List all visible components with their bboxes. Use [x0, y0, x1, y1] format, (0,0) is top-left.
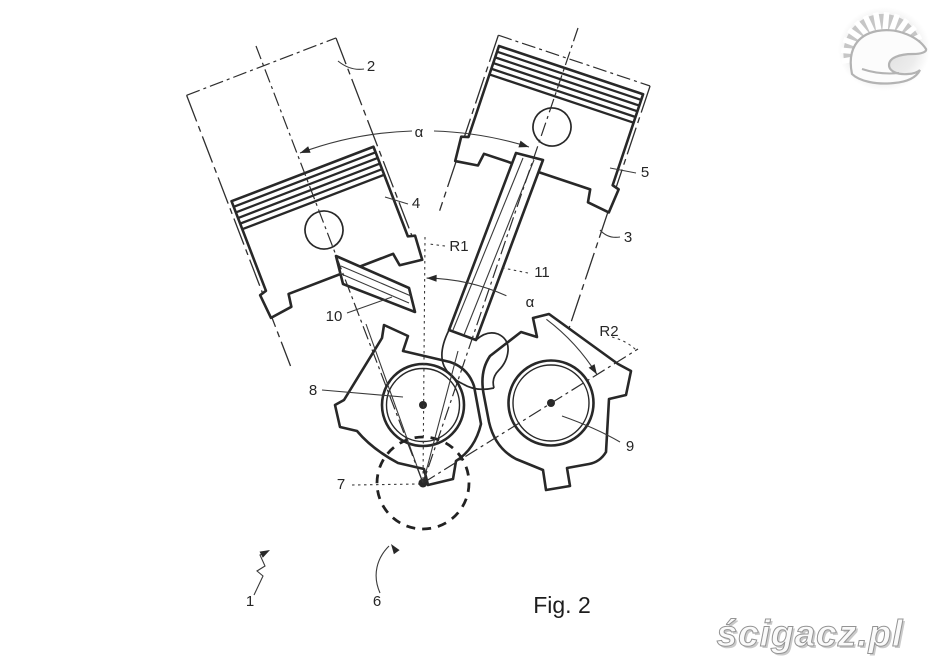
right-piston-rings [489, 50, 642, 124]
leader-9 [561, 415, 621, 443]
crank-pin-left-center [419, 401, 427, 409]
leader-2 [337, 60, 365, 70]
label-3: 3 [624, 229, 632, 246]
watermark-text: ścigacz.pl [717, 613, 904, 654]
right-cylinder-piston [439, 34, 651, 347]
leader-5 [609, 167, 637, 174]
label-9: 9 [626, 438, 634, 455]
watermark-shadow: ścigacz.pl [719, 615, 906, 656]
leader-10 [346, 296, 393, 314]
radius2-line [422, 348, 639, 484]
label-2: 2 [367, 58, 375, 75]
left-cylinder-wall-right [335, 37, 421, 256]
label-alpha-inner: α [526, 294, 535, 311]
construction-lines [255, 27, 639, 486]
helmet-logo [838, 7, 930, 91]
left-cylinder-centerline [255, 45, 424, 484]
leader-lines [253, 60, 637, 596]
label-1: 1 [246, 593, 254, 610]
label-10: 10 [326, 308, 343, 325]
leader-r1 [428, 243, 446, 247]
leader-3 [599, 229, 621, 238]
label-7: 7 [337, 476, 345, 493]
label-6: 6 [373, 593, 381, 610]
label-4: 4 [412, 195, 420, 212]
leader-1 [253, 552, 266, 596]
connecting-rod-left [334, 254, 417, 314]
right-cylinder-wall-right [562, 85, 651, 347]
label-5: 5 [641, 164, 649, 181]
leader-7 [351, 483, 420, 486]
label-alpha-top: α [415, 124, 424, 141]
watermark: ścigacz.pl ścigacz.pl [716, 613, 906, 657]
label-r2: R2 [599, 323, 618, 340]
reference-labels: 1 2 3 4 5 6 7 8 9 10 11 α α R1 R2 [246, 58, 649, 610]
figure-caption: Fig. 2 [533, 592, 591, 618]
right-cylinder-top [498, 34, 651, 87]
right-cylinder-wall-left [439, 35, 499, 211]
label-11: 11 [534, 264, 550, 281]
left-cylinder-top [186, 37, 337, 96]
right-wrist-pin [532, 107, 572, 147]
label-8: 8 [309, 382, 317, 399]
helmet-visor-slit [861, 68, 900, 75]
leader-6 [375, 545, 390, 594]
left-cylinder-wall-left [185, 95, 292, 367]
leader-8 [321, 389, 404, 398]
radius1-line [422, 236, 426, 484]
alpha-arc-top-left [299, 130, 413, 154]
right-cylinder-centerline [422, 27, 579, 484]
left-piston-rings [233, 151, 385, 231]
leader-4 [384, 196, 409, 205]
label-r1: R1 [449, 238, 468, 255]
left-wrist-pin [304, 210, 344, 250]
leader-r2 [611, 336, 637, 351]
leader-11 [502, 267, 529, 274]
left-cylinder-piston [185, 37, 424, 367]
